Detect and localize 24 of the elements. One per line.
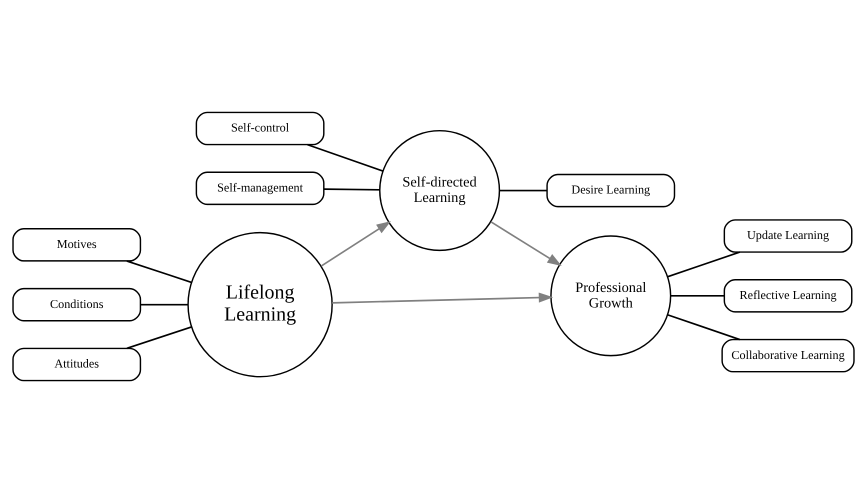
node-box: Collaborative Learning <box>721 338 855 372</box>
node-box: Update Learning <box>724 218 852 252</box>
node-box: Reflective Learning <box>724 278 852 312</box>
node-circle: Lifelong Learning <box>187 231 333 377</box>
node-box: Self-control <box>196 111 325 145</box>
node-box: Attitudes <box>12 347 142 381</box>
node-box: Self-management <box>196 171 325 205</box>
node-box: Motives <box>12 228 142 262</box>
arrow <box>490 220 562 266</box>
node-box: Desire Learning <box>546 173 676 207</box>
connector <box>140 303 188 305</box>
connector <box>324 188 380 190</box>
node-box: Conditions <box>12 287 142 321</box>
connector <box>126 326 192 349</box>
connector <box>670 294 724 296</box>
connector <box>668 314 740 340</box>
node-circle: Self-directed Learning <box>379 130 500 251</box>
connector <box>500 189 547 191</box>
connector <box>126 260 192 283</box>
arrow <box>320 220 391 266</box>
arrow <box>332 292 554 304</box>
connector <box>668 250 740 277</box>
connector <box>307 143 384 172</box>
node-circle: Professional Growth <box>550 234 672 356</box>
